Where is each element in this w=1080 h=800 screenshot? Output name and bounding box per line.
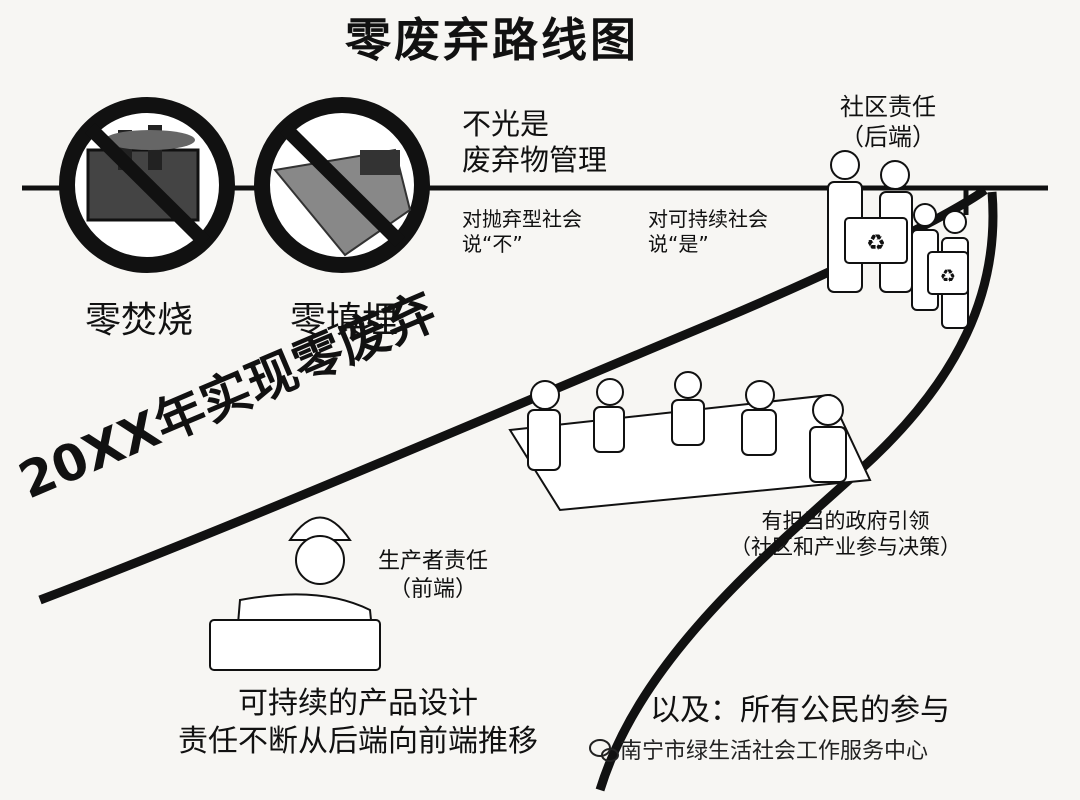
producer-resp-line-2: （前端）	[389, 576, 478, 602]
community-family-icon	[827, 150, 969, 329]
sustainable-design: 可持续的产品设计 责任不断从后端向前端推移	[178, 685, 538, 760]
watermark-text: 南宁市绿生活社会工作服务中心	[620, 739, 929, 764]
not-just-line-1: 不光是	[462, 107, 550, 141]
say-yes-line-2: 说“是”	[648, 232, 709, 256]
government-meeting-icon	[508, 371, 872, 512]
community-resp-line-1: 社区责任	[840, 93, 936, 121]
not-just-line-2: 废弃物管理	[462, 143, 608, 178]
community-resp-line-2: （后端）	[840, 123, 936, 151]
producer-resp-line-1: 生产者责任	[378, 549, 489, 574]
wechat-icon	[589, 739, 619, 762]
gov-line-1: 有担当的政府引领	[761, 509, 930, 533]
zero-incineration-label: 零焚烧	[85, 300, 194, 341]
producer-worker-icon	[209, 516, 381, 671]
government-leadership: 有担当的政府引领 （社区和产业参与决策）	[730, 508, 961, 561]
citizen-participation: 以及：所有公民的参与	[650, 693, 950, 728]
no-landfill-sign-icon	[254, 97, 430, 273]
community-responsibility: 社区责任 （后端）	[840, 92, 936, 152]
recycle-icon: ♻	[866, 231, 886, 256]
design-line-1: 可持续的产品设计	[238, 686, 478, 721]
not-just-waste-management: 不光是 废弃物管理	[462, 106, 607, 179]
say-no-throwaway: 对抛弃型社会 说“不”	[462, 207, 582, 257]
recycle-icon-small: ♻	[940, 266, 956, 287]
say-no-line-1: 对抛弃型社会	[462, 207, 582, 231]
producer-responsibility: 生产者责任 （前端）	[378, 548, 488, 603]
design-line-2: 责任不断从后端向前端推移	[178, 723, 538, 759]
say-yes-line-1: 对可持续社会	[648, 207, 768, 231]
zero-landfill-label: 零填埋	[290, 300, 399, 341]
say-no-line-2: 说“不”	[462, 232, 523, 256]
no-incineration-sign-icon	[59, 97, 235, 273]
page-title: 零废弃路线图	[345, 13, 639, 67]
say-yes-sustainable: 对可持续社会 说“是”	[648, 207, 768, 257]
gov-line-2: （社区和产业参与决策）	[730, 535, 961, 560]
